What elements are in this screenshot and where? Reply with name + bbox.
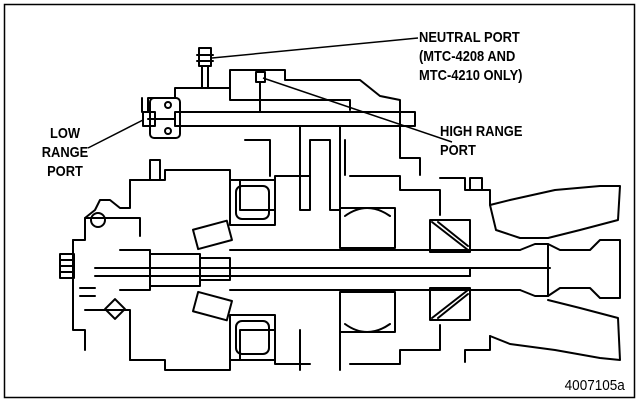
low-range-port-callout: LOW RANGE PORT xyxy=(18,124,113,181)
high-range-port-callout-line-1: HIGH RANGE xyxy=(440,123,523,140)
low-range-port-callout-line-2: RANGE xyxy=(41,144,89,161)
neutral-port-callout-line-1: NEUTRAL PORT xyxy=(419,29,520,46)
neutral-port-leader xyxy=(211,37,419,59)
transfer-case-drawing xyxy=(59,47,621,371)
callout-leader-lines xyxy=(87,37,453,149)
low-range-port-callout-line-1: LOW xyxy=(49,125,81,142)
high-range-port-leader xyxy=(262,77,453,143)
low-range-port-callout-line-3: PORT xyxy=(47,163,83,180)
low-range-port-leader xyxy=(87,119,144,149)
neutral-port-callout-line-2: (MTC-4208 AND xyxy=(419,48,516,65)
figure-id-label: 4007105a xyxy=(564,377,625,394)
neutral-port-callout-line-3: MTC-4210 ONLY) xyxy=(419,67,523,84)
figure-border xyxy=(3,3,636,399)
neutral-port-callout: NEUTRAL PORT (MTC-4208 AND MTC-4210 ONLY… xyxy=(419,28,522,85)
high-range-port-callout: HIGH RANGE PORT xyxy=(440,122,522,160)
high-range-port-callout-line-2: PORT xyxy=(440,142,476,159)
